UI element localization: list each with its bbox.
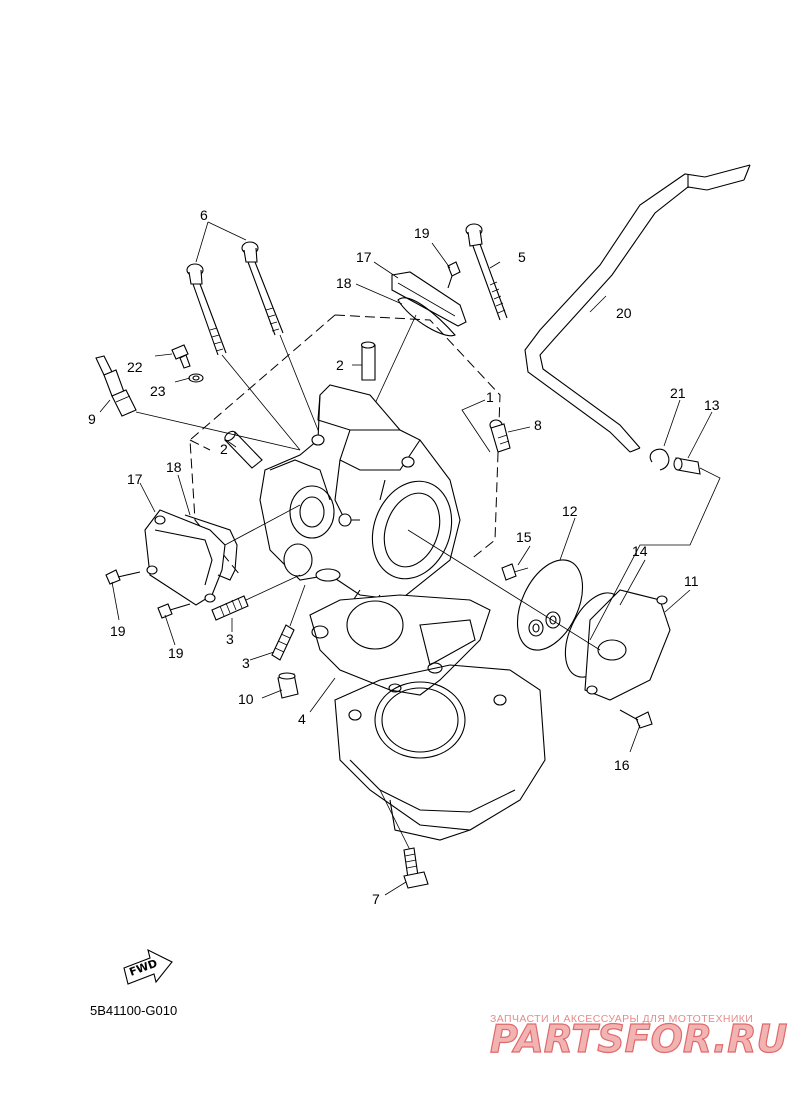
callout-17-left: 17 xyxy=(127,471,143,487)
callout-labels: 6 19 5 17 18 20 2 22 23 1 21 13 9 8 2 18… xyxy=(88,207,720,907)
callout-5: 5 xyxy=(518,249,526,265)
cover-11 xyxy=(584,589,671,701)
clip-21 xyxy=(649,448,670,471)
callout-3-upper: 3 xyxy=(226,631,234,647)
callout-19-lower: 19 xyxy=(168,645,184,661)
head-gasket-4 xyxy=(309,594,491,696)
fitting-13 xyxy=(589,457,721,641)
callout-10: 10 xyxy=(238,691,254,707)
stud-bolts-6 xyxy=(186,241,321,451)
axis-line xyxy=(407,529,601,651)
watermark: ЗАПЧАСТИ И АКСЕССУАРЫ ДЛЯ МОТОТЕХНИКИ PA… xyxy=(489,1013,788,1062)
callout-15: 15 xyxy=(516,529,532,545)
side-cover-17 xyxy=(144,504,301,606)
bolt-22 xyxy=(171,344,191,369)
bolt-7 xyxy=(403,847,429,889)
plug-10 xyxy=(277,672,299,699)
studs-3 xyxy=(211,574,306,661)
callout-20: 20 xyxy=(616,305,632,321)
callout-6: 6 xyxy=(200,207,208,223)
callout-19-left: 19 xyxy=(110,623,126,639)
callout-13: 13 xyxy=(704,397,720,413)
callout-16: 16 xyxy=(614,757,630,773)
bolt-15 xyxy=(501,563,529,581)
callout-12: 12 xyxy=(562,503,578,519)
cylinder-head-1 xyxy=(259,384,461,611)
callout-11: 11 xyxy=(684,573,699,589)
callout-18-left: 18 xyxy=(166,459,182,475)
watermark-logo: PARTSFOR.RU xyxy=(490,1017,788,1061)
callout-19-top: 19 xyxy=(414,225,430,241)
callout-3-lower: 3 xyxy=(242,655,250,671)
callout-4: 4 xyxy=(298,711,306,727)
top-cover-17 xyxy=(371,261,467,411)
callout-14: 14 xyxy=(632,543,648,559)
diagram-code: 5B41100-G010 xyxy=(90,1003,177,1018)
callout-2-top: 2 xyxy=(336,357,344,373)
callout-9: 9 xyxy=(88,411,96,427)
callout-23: 23 xyxy=(150,383,166,399)
callout-18-top: 18 xyxy=(336,275,352,291)
spark-plug-9 xyxy=(95,355,301,451)
bolts-19 xyxy=(105,569,191,619)
callout-22: 22 xyxy=(127,359,143,375)
callout-21: 21 xyxy=(670,385,686,401)
leader-lines xyxy=(99,221,713,896)
callout-2-left: 2 xyxy=(220,441,228,457)
breather-hose-20 xyxy=(524,164,751,453)
plate-12 xyxy=(516,559,584,651)
washer-23 xyxy=(188,373,204,383)
fwd-arrow: FWD xyxy=(123,948,173,985)
callout-17-top: 17 xyxy=(356,249,372,265)
callout-7: 7 xyxy=(372,891,380,907)
cylinder-block xyxy=(334,664,546,851)
watermark-tagline: ЗАПЧАСТИ И АКСЕССУАРЫ ДЛЯ МОТОТЕХНИКИ xyxy=(490,1013,753,1025)
bolt-8 xyxy=(489,419,511,453)
callout-1: 1 xyxy=(486,389,494,405)
callout-8: 8 xyxy=(534,417,542,433)
dowel-pins-2 xyxy=(224,341,376,469)
bolt-16 xyxy=(619,709,653,729)
stud-bolt-5 xyxy=(465,223,508,321)
